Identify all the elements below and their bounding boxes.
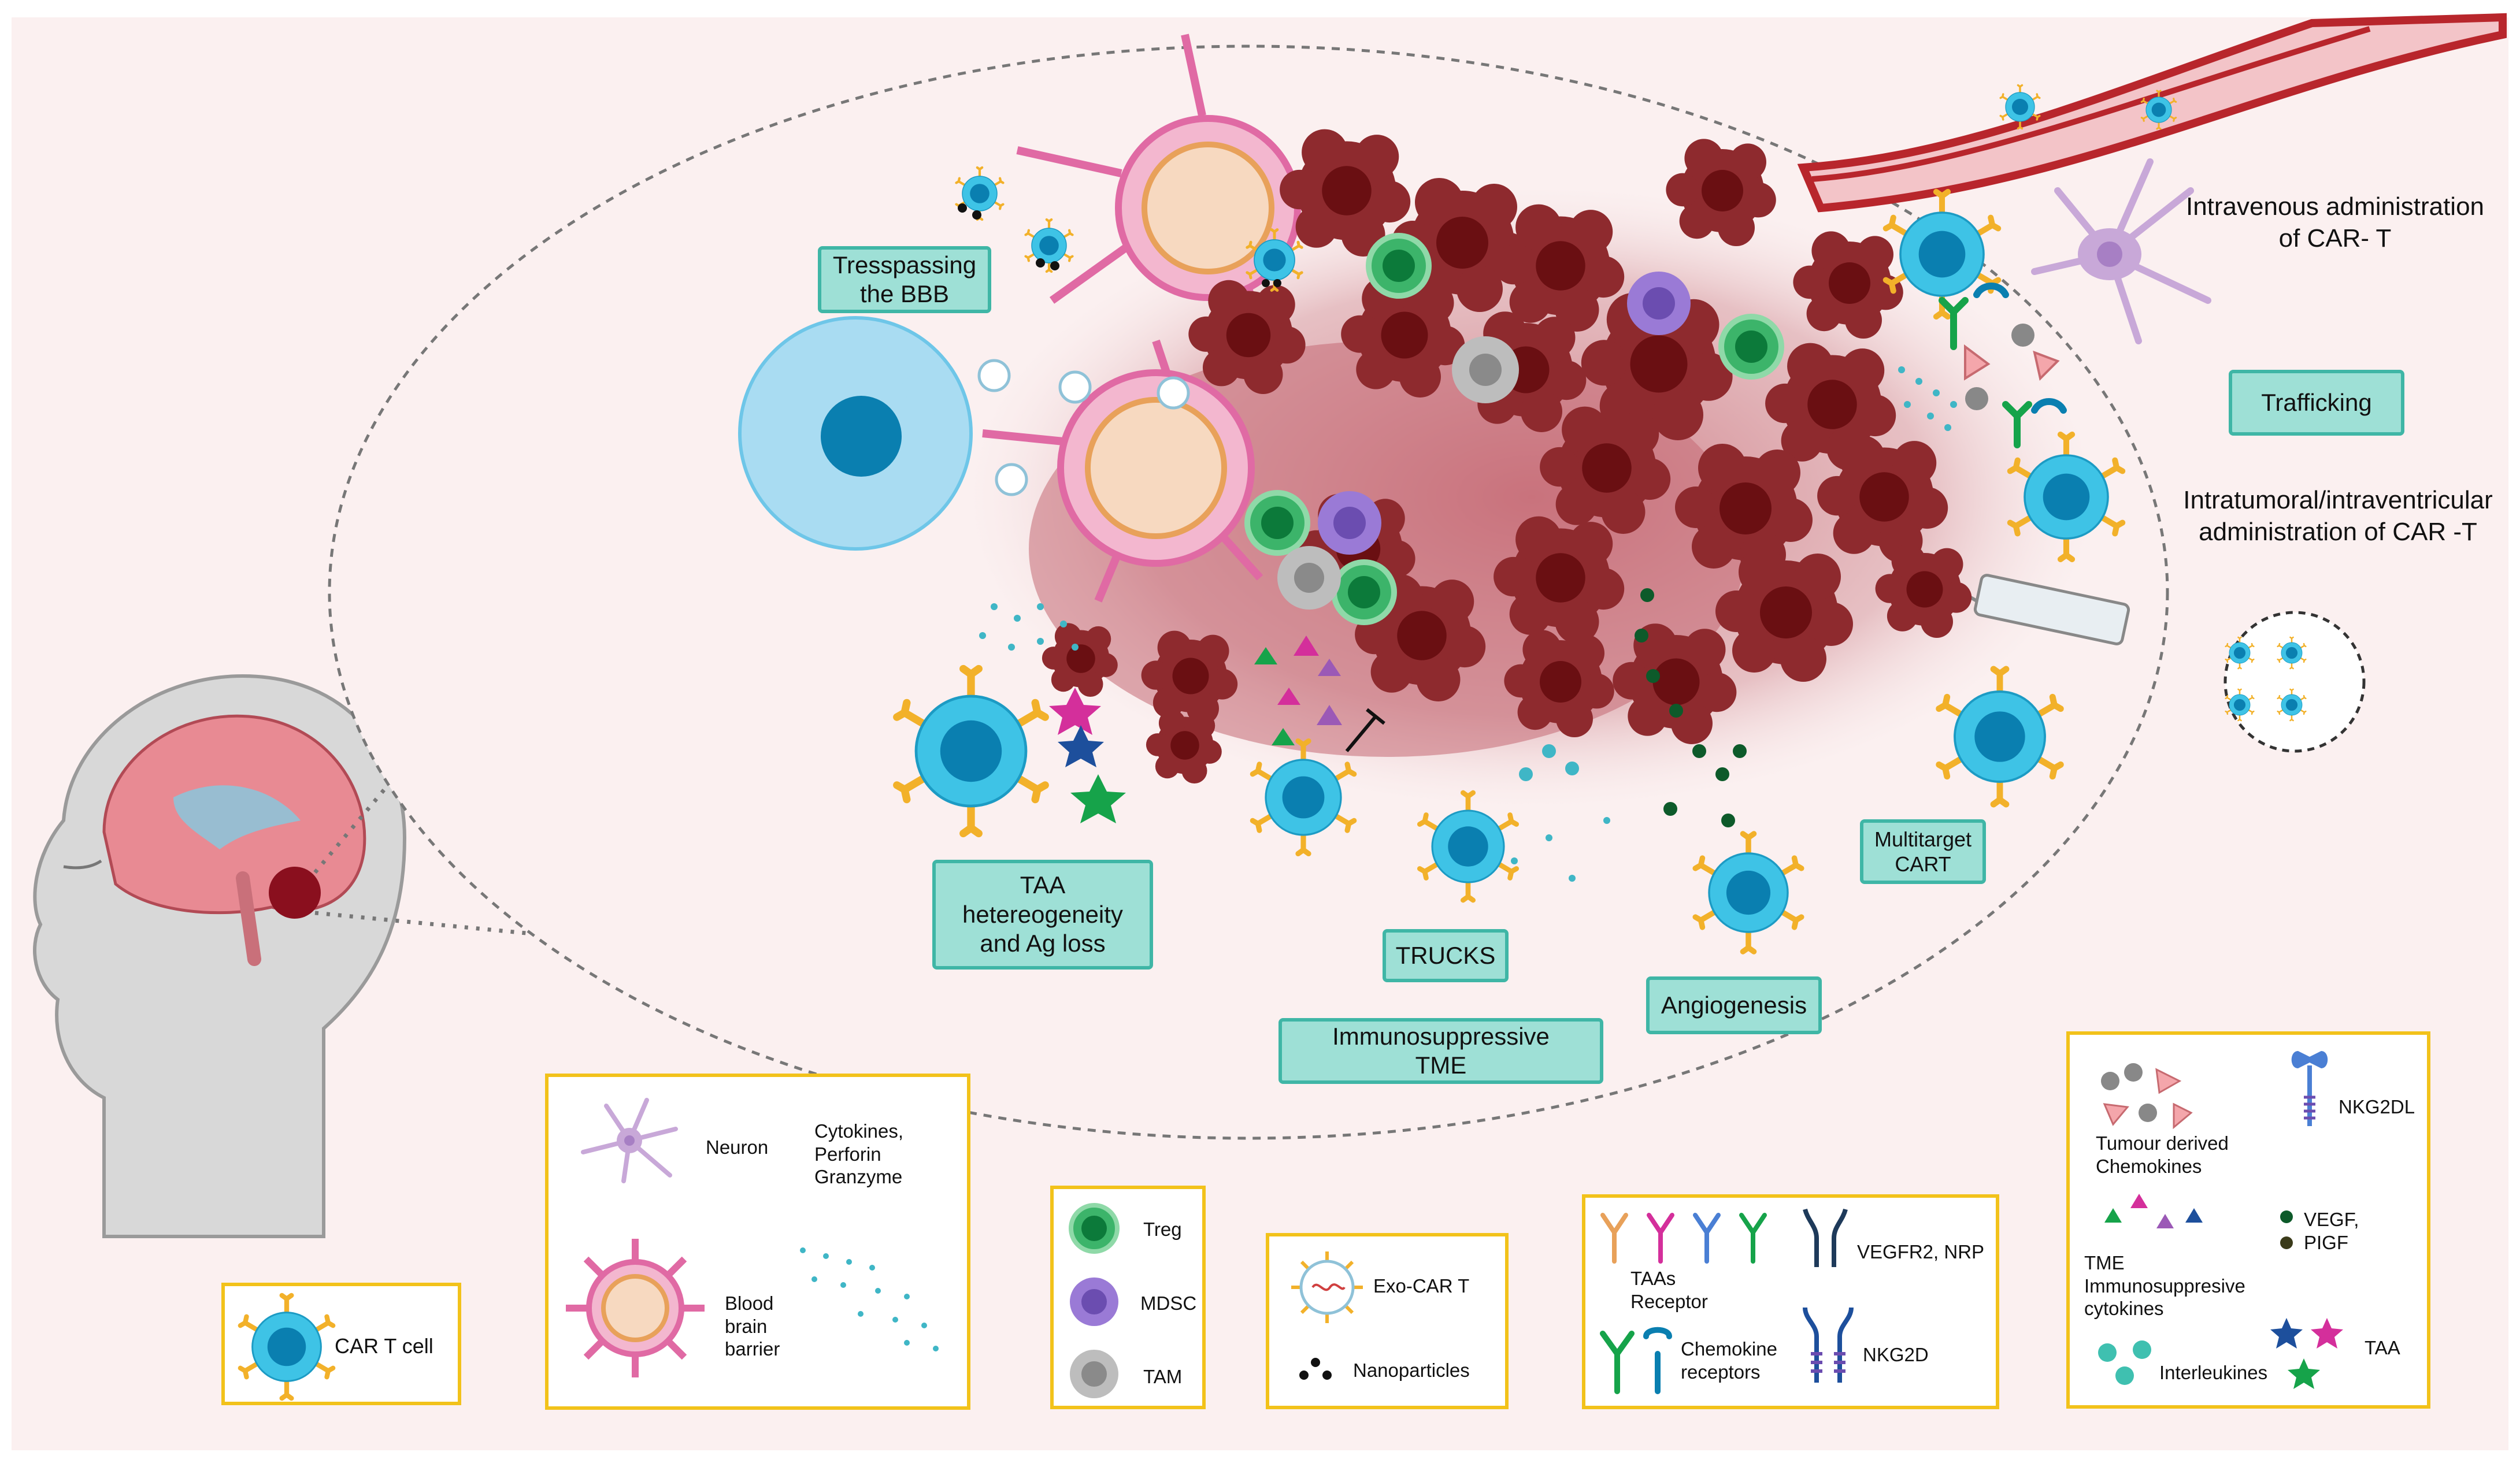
taa-stars (1049, 688, 1126, 823)
taa-star-icon (2270, 1318, 2343, 1389)
legend-label-bbb: Blood brain barrier (725, 1293, 780, 1360)
vegfr2-icon (1803, 1208, 1848, 1267)
taas-receptor-icon (1600, 1213, 1767, 1264)
interleukine-dots (1511, 744, 1610, 882)
chemokine-receptors (1939, 283, 2067, 448)
legend-label-mdsc: MDSC (1140, 1293, 1197, 1314)
treg-cell (1366, 233, 1432, 299)
chemokine-receptor-icon (1600, 1327, 1672, 1394)
treg-cell (1331, 559, 1397, 625)
legend-label-chemokine-receptors: Chemokine receptors (1681, 1338, 1777, 1383)
legend-label-neuron: Neuron (706, 1137, 769, 1158)
legend-car-t: CAR T cell (221, 1283, 461, 1405)
legend-label-nkg2dl: NKG2DL (2339, 1096, 2415, 1117)
text-intravenous: Intravenous administration of CAR- T (2185, 192, 2485, 252)
neuron-illustration (2031, 158, 2211, 344)
legend-label-tme-cytokines: TME Immunosuppresive cytokines (2084, 1252, 2245, 1320)
label-taa-heterogeneity: TAA hetereogeneity and Ag loss (932, 860, 1153, 970)
nkg2d-icon (1803, 1307, 1854, 1383)
vegf-dots (1635, 588, 1747, 827)
legend-label-treg: Treg (1143, 1219, 1182, 1240)
label-immunosuppressive-tme: Immunosuppressive TME (1278, 1018, 1603, 1084)
legend-label-car-t: CAR T cell (335, 1334, 433, 1358)
tme-cytokines (1254, 636, 1342, 745)
legend-label-vegf-pigf: VEGF, PIGF (2304, 1209, 2359, 1253)
legend-label-interleukines: Interleukines (2159, 1362, 2268, 1383)
nanoparticles-icon (1299, 1358, 1332, 1380)
child-head-illustration (33, 674, 407, 1238)
legend-receptors: TAAs Receptor VEGFR2, NRP Chemokine rece… (1582, 1194, 1999, 1409)
label-trafficking: Trafficking (2229, 370, 2404, 436)
label-trucks: TRUCKS (1383, 929, 1509, 982)
tme-cytokines-icon (2104, 1194, 2203, 1228)
legend-label-vegfr2-nrp: VEGFR2, NRP (1857, 1241, 1985, 1262)
vegf-icon (2280, 1210, 2293, 1249)
legend-label-nanoparticles: Nanoparticles (1353, 1360, 1470, 1381)
mdsc-icon (1070, 1277, 1118, 1326)
exo-car-t-parent-cell (738, 316, 973, 551)
exo-car-t-icon (1291, 1251, 1363, 1323)
tam-icon (1070, 1350, 1118, 1398)
label-trespassing-bbb: Tresspassing the BBB (818, 246, 991, 313)
bbb-structure-1 (1016, 34, 1377, 360)
neuron-icon (581, 1098, 678, 1183)
treg-cell (1244, 490, 1310, 556)
legend-exo-nano: Exo-CAR T Nanoparticles (1266, 1233, 1509, 1409)
nkg2dl-icon (2291, 1051, 2328, 1126)
nanoparticles (958, 203, 1281, 287)
car-t-cell-icon (232, 1292, 342, 1402)
legend-label-nkg2d: NKG2D (1863, 1344, 1929, 1365)
legend-label-taas-receptor: TAAs Receptor (1630, 1268, 1708, 1312)
treg-cell (1718, 314, 1784, 380)
syringe-zoom-circle (2223, 611, 2366, 753)
legend-immune-cells: Treg MDSC TAM (1050, 1186, 1206, 1409)
tam-cell (1452, 336, 1519, 403)
legend-neuron-bbb: Neuron Cytokines, Perforin Granzyme Bloo… (545, 1074, 970, 1410)
legend-label-cytokines: Cytokines, Perforin Granzyme (814, 1120, 904, 1188)
legend-label-tumour-chemokines: Tumour derived Chemokines (2096, 1132, 2229, 1177)
treg-icon (1069, 1203, 1120, 1254)
label-angiogenesis: Angiogenesis (1646, 976, 1822, 1034)
legend-label-tam: TAM (1143, 1366, 1183, 1387)
label-multitarget-cart: Multitarget CART (1860, 819, 1986, 884)
exosome (977, 359, 1190, 496)
legend-soluble-factors: Tumour derived Chemokines NKG2DL TME Imm… (2066, 1031, 2430, 1409)
cytokine-dots-icon (800, 1247, 939, 1351)
mdsc-cell (1318, 491, 1381, 555)
legend-label-exo-car-t: Exo-CAR T (1373, 1275, 1470, 1297)
bbb-icon (566, 1239, 705, 1377)
cytokine-dots (979, 366, 1957, 651)
mdsc-cell (1627, 272, 1691, 335)
text-intratumoral: Intratumoral/intraventricular administra… (2183, 486, 2493, 546)
legend-label-taa: TAA (2365, 1337, 2400, 1358)
interleukines-icon (2098, 1340, 2151, 1385)
bbb-structure-2 (982, 339, 1263, 603)
tam-cell (1277, 546, 1341, 610)
tumour-chemokines-icon (2101, 1063, 2193, 1130)
tumour-chemokines (1964, 324, 2060, 410)
inhibition-arrow (1345, 708, 1385, 752)
